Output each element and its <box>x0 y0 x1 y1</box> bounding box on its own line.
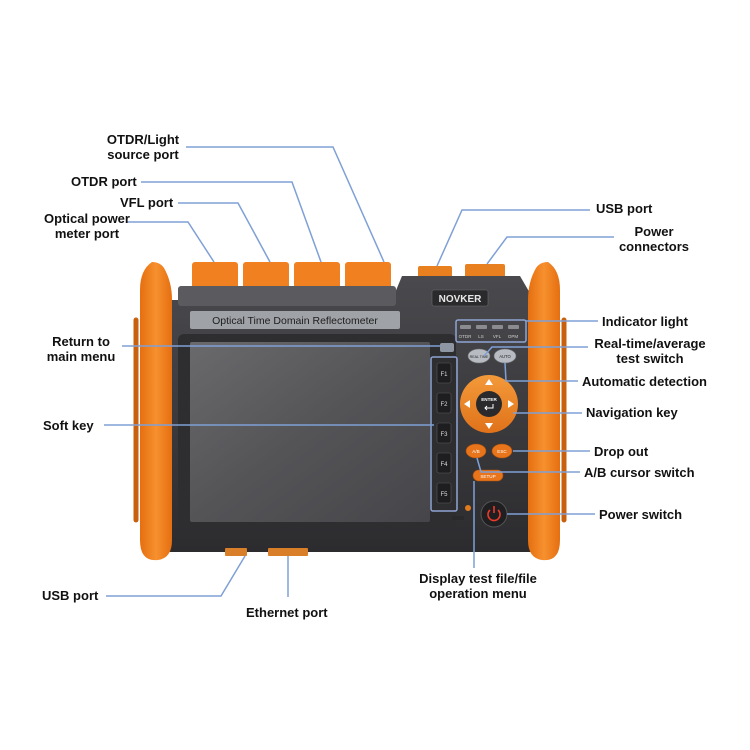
enter-return-icon <box>484 404 494 411</box>
enter-button-label: ENTER <box>481 397 497 402</box>
label-return-to-main-menu-line1: Return to <box>52 334 110 349</box>
soft-key-f4-label: F4 <box>440 462 448 468</box>
leader-opm-port <box>126 221 215 263</box>
nav-right-arrow-icon[interactable] <box>508 400 514 408</box>
label-power-connectors-line2: connectors <box>618 239 690 254</box>
nav-up-arrow-icon[interactable] <box>485 379 493 385</box>
soft-key-f3[interactable] <box>436 422 452 444</box>
label-optical-power-meter-port: Optical power meter port <box>38 211 136 241</box>
soft-key-f4[interactable] <box>436 452 452 474</box>
leader-ab-cursor <box>476 457 580 473</box>
label-ab-cursor-switch: A/B cursor switch <box>584 465 695 480</box>
top-panel-strip <box>178 286 396 306</box>
label-vfl-port: VFL port <box>120 195 174 210</box>
nav-down-arrow-icon[interactable] <box>485 423 493 429</box>
screen <box>190 342 430 522</box>
leader-realtime-average <box>483 346 588 357</box>
indicator-label-vfl: VFL <box>493 334 502 339</box>
power-switch[interactable] <box>480 500 508 528</box>
speaker-slot <box>452 516 464 520</box>
charge-led <box>465 505 471 511</box>
label-automatic-detection: Automatic detection <box>582 374 707 389</box>
indicator-led-opm <box>508 325 519 329</box>
label-power-connectors-line1: Power <box>634 224 674 239</box>
leader-usb-bottom <box>106 555 246 597</box>
label-otdr-light-source-port: OTDR/Light source port <box>100 132 186 162</box>
power-icon <box>487 509 501 522</box>
label-usb-port-top: USB port <box>596 201 653 216</box>
label-return-to-main-menu: Return to main menu <box>44 334 118 364</box>
nav-left-arrow-icon[interactable] <box>464 400 470 408</box>
indicator-lights: OTDR LS VFL OPM <box>459 325 519 339</box>
label-drop-out: Drop out <box>594 444 649 459</box>
ethernet-port <box>268 548 308 556</box>
realtime-button[interactable] <box>467 348 491 364</box>
soft-key-f1-label: F1 <box>440 372 448 378</box>
label-power-switch: Power switch <box>599 507 683 522</box>
enter-button[interactable] <box>476 391 502 417</box>
label-display-test-file-menu-line2: operation menu <box>429 586 527 601</box>
soft-key-f5[interactable] <box>436 482 452 504</box>
indicator-led-ls <box>476 325 487 329</box>
soft-key-f3-label: F3 <box>440 432 448 438</box>
leader-otdr-port <box>141 181 322 263</box>
leader-power-connectors <box>486 236 614 265</box>
label-optical-power-meter-port-line2: meter port <box>54 226 120 241</box>
leader-vfl-port <box>178 202 271 263</box>
soft-key-f2-label: F2 <box>440 402 448 408</box>
brand-plate <box>431 289 489 307</box>
brand-logo: NOVKER <box>439 294 483 305</box>
label-soft-key: Soft key <box>43 418 94 433</box>
indicator-label-ls: LS <box>478 334 484 339</box>
label-navigation-key: Navigation key <box>586 405 678 420</box>
left-bumper <box>140 262 172 561</box>
indicator-label-opm: OPM <box>508 334 519 339</box>
leader-otdr-light-source <box>186 146 385 263</box>
soft-key-f5-label: F5 <box>440 492 448 498</box>
label-ethernet-port: Ethernet port <box>246 605 328 620</box>
label-optical-power-meter-port-line1: Optical power <box>44 211 130 226</box>
label-display-test-file-menu: Display test file/file operation menu <box>408 571 548 601</box>
auto-button-label: AUTO <box>499 354 511 359</box>
esc-button[interactable] <box>491 443 513 459</box>
label-realtime-average-switch-line2: test switch <box>616 351 684 366</box>
ab-button-label: A/B <box>472 449 479 454</box>
indicator-label-otdr: OTDR <box>459 334 472 339</box>
usb-port-bottom <box>225 548 247 556</box>
label-otdr-port: OTDR port <box>71 174 137 189</box>
indicator-led-vfl <box>492 325 503 329</box>
leader-auto-detection <box>504 362 578 382</box>
label-realtime-average-switch: Real-time/average test switch <box>588 336 712 366</box>
ab-button[interactable] <box>465 443 487 459</box>
label-display-test-file-menu-line1: Display test file/file <box>419 571 537 586</box>
label-indicator-light: Indicator light <box>602 314 688 329</box>
soft-key-f2[interactable] <box>436 392 452 414</box>
label-otdr-light-source-port-line2: source port <box>107 147 179 162</box>
realtime-button-label: REAL TIME <box>470 355 489 359</box>
label-realtime-average-switch-line1: Real-time/average <box>594 336 706 351</box>
indicator-led-otdr <box>460 325 471 329</box>
label-power-connectors: Power connectors <box>616 224 692 254</box>
esc-button-label: ESC <box>497 449 507 454</box>
label-usb-port-bottom: USB port <box>42 588 99 603</box>
model-label: Optical Time Domain Reflectometer <box>212 315 378 327</box>
indicator-panel <box>455 319 527 343</box>
leader-lines <box>104 146 614 597</box>
soft-keys: F1 F2 F3 F4 F5 <box>436 362 452 504</box>
return-key[interactable] <box>440 343 454 352</box>
soft-key-column <box>430 356 458 512</box>
right-bumper <box>528 262 560 561</box>
soft-key-f1[interactable] <box>436 362 452 384</box>
setup-button-label: SETUP <box>480 474 495 479</box>
label-return-to-main-menu-line2: main menu <box>46 349 116 364</box>
label-otdr-light-source-port-line1: OTDR/Light <box>106 132 180 147</box>
model-label-plate <box>190 311 400 329</box>
leader-usb-top <box>436 209 590 267</box>
